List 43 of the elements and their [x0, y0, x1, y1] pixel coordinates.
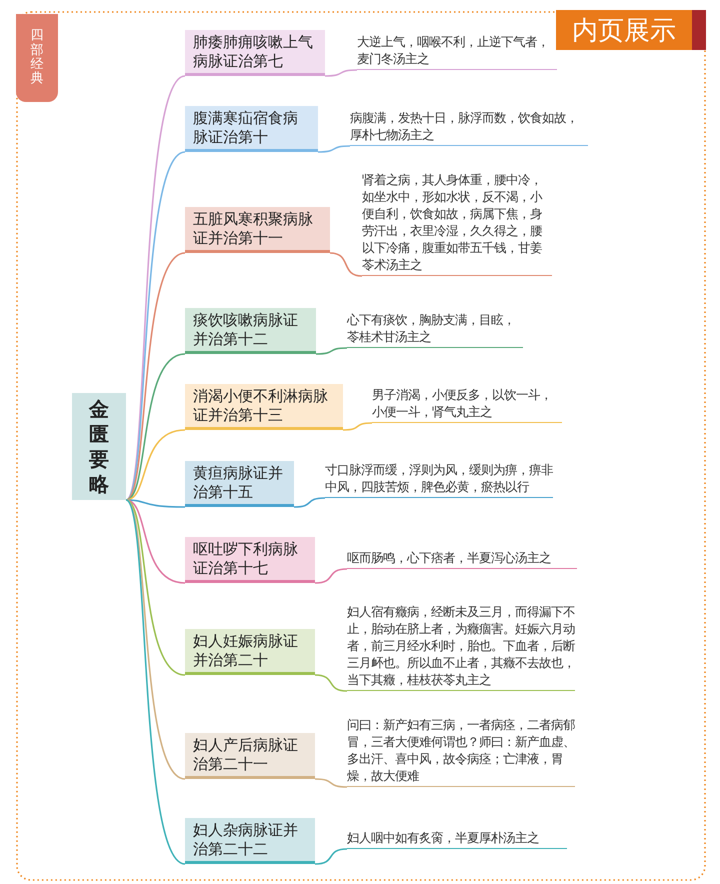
- branch-line: [316, 347, 348, 355]
- description-text: 病腹满，发热十日，脉浮而数，饮食如故，厚朴七物汤主之: [350, 112, 588, 146]
- chapter-box: 呕吐哕下利病脉证治第十七: [185, 537, 315, 583]
- chapter-box: 黄疸病脉证并治第十五: [185, 461, 294, 507]
- branch-line: [126, 499, 186, 508]
- branch-line: [126, 499, 186, 676]
- branch-line: [294, 497, 326, 508]
- chapter-box: 妇人妊娠病脉证并治第二十: [185, 629, 315, 675]
- description-text: 妇人宿有癥病，经断未及三月，而得漏下不止，胎动在脐上者，为癥痼害。妊娠六月动者，前三月经水利时，胎也。下血者，后断三月衃也。所以血不止者，其癥不去故也，当下其癥，桂枝茯苓丸主之: [347, 606, 575, 691]
- description-text: 肾着之病，其人身体重，腰中冷，如坐水中，形如水状，反不渴，小便自利，饮食如故，病属下焦，身劳汗出，衣里冷湿，久久得之，腰以下冷痛，腹重如带五千钱，甘姜苓术汤主之: [362, 174, 552, 276]
- description-text: 男子消渴，小便反多，以饮一斗，小便一斗，肾气丸主之: [372, 389, 562, 423]
- chapter-box: 妇人产后病脉证治第二十一: [185, 733, 315, 779]
- branch-line: [314, 848, 348, 865]
- chapter-box: 消渴小便不利淋病脉证并治第十三: [185, 384, 343, 430]
- branch-line: [126, 499, 186, 584]
- branch-line: [324, 69, 358, 77]
- branch-line: [125, 252, 186, 501]
- chapter-box: 妇人杂病脉证并治第二十二: [185, 818, 315, 864]
- description-text: 呕而肠鸣，心下痞者，半夏泻心汤主之: [347, 549, 577, 569]
- chapter-box: 腹满寒疝宿食病脉证治第十: [185, 106, 318, 152]
- root-node: 金匮要略: [72, 393, 126, 500]
- branch-line: [126, 353, 186, 501]
- chapter-box: 痰饮咳嗽病脉证并治第十二: [185, 308, 316, 354]
- description-text: 心下有痰饮，胸胁支满，目眩，苓桂术甘汤主之: [347, 314, 523, 348]
- chapter-box: 五脏风寒积聚病脉证并治第十一: [185, 207, 330, 253]
- description-text: 大逆上气，咽喉不利，止逆下气者，麦门冬汤主之: [357, 36, 557, 70]
- branch-line: [314, 568, 348, 584]
- description-text: 妇人咽中如有炙脔，半夏厚朴汤主之: [347, 829, 567, 849]
- branch-line: [342, 422, 372, 431]
- branch-line: [314, 674, 348, 692]
- branch-line: [125, 500, 186, 865]
- branch-line: [125, 499, 186, 780]
- branch-line: [126, 429, 186, 501]
- page-banner: 内页展示: [556, 10, 706, 50]
- description-text: 问曰：新产妇有三病，一者病痉，二者病郁冒，三者大便难何谓也？师曰：新产血虚、多出汗、喜中风，故令病痉；亡津液，胃燥，故大便难: [347, 719, 575, 787]
- branch-line: [314, 778, 348, 788]
- branch-line: [318, 145, 350, 153]
- branch-line: [330, 252, 362, 277]
- branch-line: [125, 151, 186, 500]
- branch-line: [125, 75, 186, 500]
- chapter-box: 肺痿肺痈咳嗽上气病脉证治第七: [185, 30, 325, 76]
- description-text: 寸口脉浮而缓，浮则为风，缓则为痹，痹非中风，四肢苦烦，脾色必黄，瘀热以行: [325, 464, 553, 498]
- section-tab: 四部经典: [16, 14, 58, 102]
